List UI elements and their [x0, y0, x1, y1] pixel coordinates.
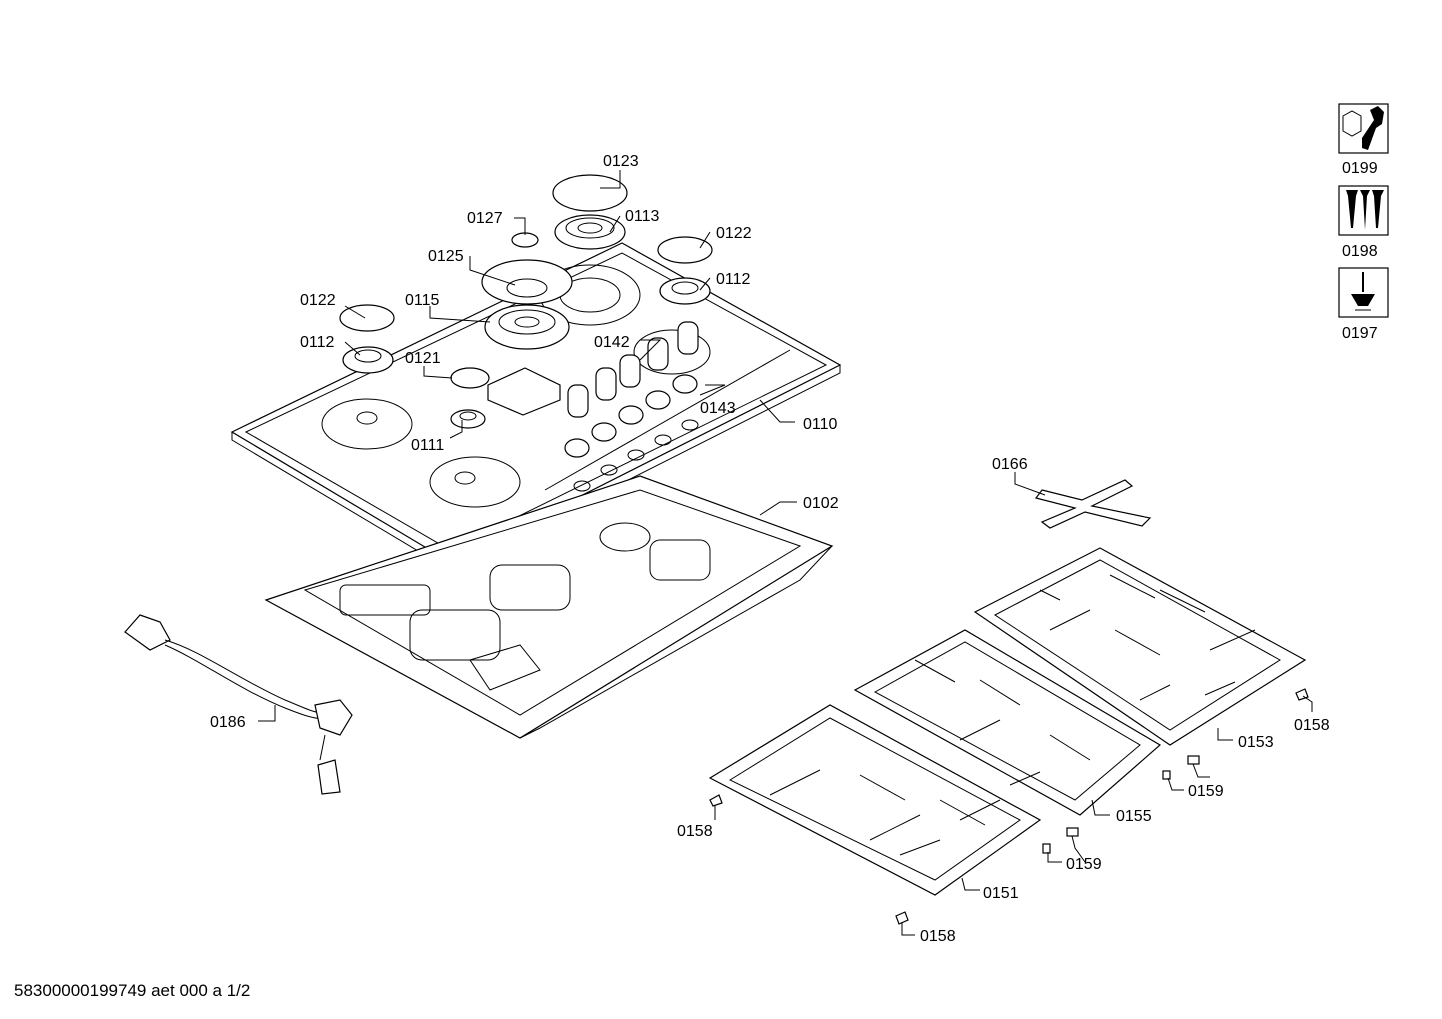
label-0143: 0143 [700, 400, 736, 417]
tool-code-0198: 0198 [1342, 243, 1378, 260]
label-0142: 0142 [594, 334, 630, 351]
grate-feet [709, 688, 1309, 925]
label-0186: 0186 [210, 714, 246, 731]
label-0110: 0110 [803, 416, 838, 433]
label-0158-bottom: 0158 [920, 928, 956, 945]
control-knobs [564, 321, 699, 458]
label-0122-left: 0122 [300, 292, 336, 309]
pan-support-cross [1034, 479, 1152, 529]
label-0102: 0102 [803, 495, 839, 512]
label-0166: 0166 [992, 456, 1028, 473]
grate-middle [853, 629, 1162, 816]
label-0125: 0125 [428, 248, 464, 265]
label-0158-right: 0158 [1294, 717, 1330, 734]
label-0112-left: 0112 [300, 334, 335, 351]
label-0127: 0127 [467, 210, 503, 227]
callout-labels: 0123 0127 0113 0122 0125 0112 0122 0115 … [210, 153, 1330, 945]
label-0158-mid: 0158 [677, 823, 713, 840]
tool-list: 0199 0198 0197 [1338, 103, 1389, 342]
label-0112-right: 0112 [716, 271, 751, 288]
wrench-nut-icon [1338, 103, 1389, 154]
burner-caps [339, 174, 713, 429]
label-0122-right: 0122 [716, 225, 752, 242]
label-0123: 0123 [603, 153, 639, 170]
tool-code-0197: 0197 [1342, 325, 1378, 342]
label-0111: 0111 [411, 437, 444, 454]
label-0159-right: 0159 [1188, 783, 1224, 800]
tool-code-0199: 0199 [1342, 160, 1378, 177]
document-footer: 58300000199749 aet 000 a 1/2 [14, 981, 251, 1000]
label-0153: 0153 [1238, 734, 1274, 751]
label-0121: 0121 [405, 350, 441, 367]
screws-icon [1338, 185, 1389, 236]
grate-right [973, 547, 1307, 746]
label-0155: 0155 [1116, 808, 1152, 825]
bottom-tray [264, 475, 834, 739]
leader-lines [258, 170, 1313, 936]
screwdriver-icon [1338, 267, 1389, 318]
label-0113: 0113 [625, 208, 660, 225]
label-0151: 0151 [983, 885, 1019, 902]
power-cable [124, 614, 353, 795]
label-0115: 0115 [405, 292, 440, 309]
grate-left [708, 704, 1042, 896]
label-0159-left: 0159 [1066, 856, 1102, 873]
